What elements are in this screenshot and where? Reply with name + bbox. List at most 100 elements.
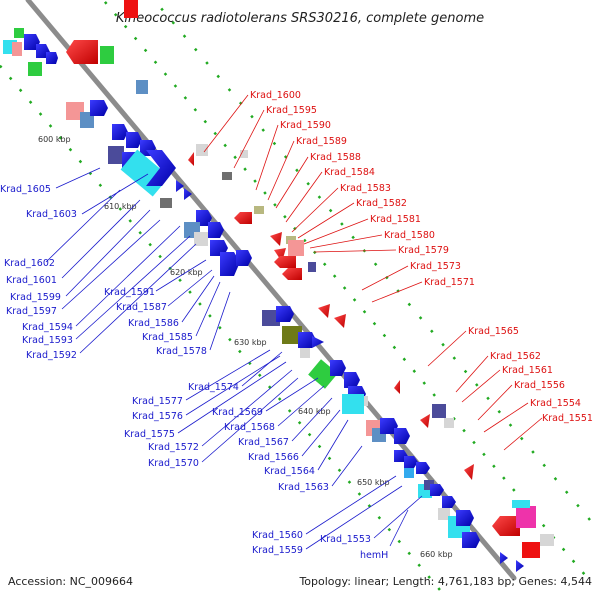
gene-label: Krad_1581: [370, 214, 421, 225]
gene-label: Krad_1591: [104, 287, 155, 298]
gene-label: Krad_1563: [278, 482, 329, 493]
gene-block-magenta: [516, 506, 536, 528]
gene-block-steel: [136, 80, 148, 94]
gene-label: Krad_1590: [280, 120, 331, 131]
gene-label: Krad_1561: [502, 365, 553, 376]
gene-label: Krad_1578: [156, 346, 207, 357]
gene-label: Krad_1593: [22, 335, 73, 346]
gene-arrow-forward: [236, 250, 252, 266]
gene-label: Krad_1587: [116, 302, 167, 313]
gene-arrow-reverse: [274, 256, 296, 268]
gene-arrow-forward: [442, 496, 456, 508]
gene-block-green: [100, 46, 114, 64]
scale-tick-label: 630 kbp: [234, 338, 267, 347]
gene-label: Krad_1574: [188, 382, 239, 393]
gene-arrow-reverse: [318, 304, 330, 318]
gene-arrow-forward: [416, 462, 430, 474]
gene-label: Krad_1569: [212, 407, 263, 418]
scale-tick-label: 600 kbp: [38, 135, 71, 144]
gene-features: [3, 0, 554, 572]
gene-block-slate: [108, 146, 124, 164]
left-leader-lines: [45, 167, 423, 550]
gene-label: Krad_1599: [10, 292, 61, 303]
gene-label: Krad_1556: [514, 380, 565, 391]
gene-arrow-forward: [90, 100, 108, 116]
gene-arrow-forward: [112, 124, 128, 140]
gene-arrow-forward: [430, 484, 444, 496]
genome-summary-text: Topology: linear; Length: 4,761,183 bp; …: [298, 575, 592, 588]
gene-block-red: [522, 542, 540, 558]
gene-arrow-forward: [380, 418, 398, 434]
scale-tick-label: 640 kbp: [298, 407, 331, 416]
gene-block-gray: [160, 198, 172, 208]
gene-block-lightgray: [444, 418, 454, 428]
gene-block-slate: [308, 262, 316, 272]
gene-arrow-forward: [146, 150, 176, 186]
gene-label: Krad_1568: [224, 422, 275, 433]
gene-arrow-forward: [462, 532, 480, 548]
right-gene-labels: Krad_1600 Krad_1595 Krad_1590 Krad_1589 …: [250, 90, 593, 424]
gene-block-olive-dark: [282, 326, 302, 344]
gene-arrow-forward: [46, 52, 58, 64]
gene-arrow-reverse: [282, 268, 302, 280]
gene-label: Krad_1584: [324, 167, 375, 178]
gene-label: Krad_1583: [340, 183, 391, 194]
gene-block-lightgray: [240, 150, 248, 158]
gene-arrow-forward: [344, 372, 360, 388]
gene-arrow-forward: [330, 360, 346, 376]
gene-arrow-reverse: [464, 464, 474, 480]
gene-block-lightgray: [194, 232, 208, 246]
gene-label: Krad_1601: [6, 275, 57, 286]
gene-label: Krad_1594: [22, 322, 73, 333]
gene-label: Krad_1582: [356, 198, 407, 209]
map-title: Kineococcus radiotolerans SRS30216, comp…: [116, 11, 484, 26]
gene-label: Krad_1553: [320, 534, 371, 545]
gene-label: Krad_1580: [384, 230, 435, 241]
gene-label: Krad_1579: [398, 245, 449, 256]
gene-block-green: [14, 28, 24, 38]
scale-tick-label: 650 kbp: [357, 478, 390, 487]
gene-label: Krad_1576: [132, 411, 183, 422]
gene-arrow-forward: [276, 306, 294, 322]
gene-arrow-forward: [312, 336, 324, 348]
gene-label: Krad_1592: [26, 350, 77, 361]
gene-arrow-forward: [184, 188, 192, 200]
gene-block-cyan: [512, 500, 530, 508]
gene-label: Krad_1551: [542, 413, 593, 424]
gene-block-pink: [66, 102, 84, 120]
gene-label: Krad_1554: [530, 398, 581, 409]
gene-block-green: [28, 62, 42, 76]
right-leader-lines: [203, 94, 543, 451]
gene-block-olive: [254, 206, 264, 214]
gene-block-pink: [288, 240, 304, 256]
gene-arrow-forward: [126, 132, 142, 148]
gene-label: Krad_1577: [132, 396, 183, 407]
gene-arrow-reverse: [334, 314, 346, 328]
gene-arrow-reverse: [234, 212, 252, 224]
gene-arrow-forward: [500, 552, 508, 564]
gene-block-red: [124, 0, 138, 18]
gene-arrow-forward: [516, 560, 524, 572]
gene-label: Krad_1602: [4, 258, 55, 269]
gene-block-lightgray: [196, 144, 208, 156]
track-dots-far-right: [152, 0, 591, 521]
gene-label: Krad_1603: [26, 209, 77, 220]
gene-arrow-reverse: [492, 516, 520, 536]
gene-label: Krad_1571: [424, 277, 475, 288]
accession-text: Accession: NC_009664: [8, 575, 133, 588]
gene-label: Krad_1572: [148, 442, 199, 453]
gene-arrow-reverse: [270, 232, 282, 246]
gene-arrow-forward: [456, 510, 474, 526]
gene-label: Krad_1586: [128, 318, 179, 329]
gene-label: Krad_1567: [238, 437, 289, 448]
gene-label: Krad_1600: [250, 90, 301, 101]
gene-arrow-forward: [298, 332, 316, 348]
gene-block-pink: [12, 42, 22, 56]
gene-arrow-forward: [176, 180, 184, 192]
gene-label: Krad_1560: [252, 530, 303, 541]
gene-label: Krad_1565: [468, 326, 519, 337]
gene-label: Krad_1564: [264, 466, 315, 477]
gene-arrow-reverse: [188, 152, 194, 166]
